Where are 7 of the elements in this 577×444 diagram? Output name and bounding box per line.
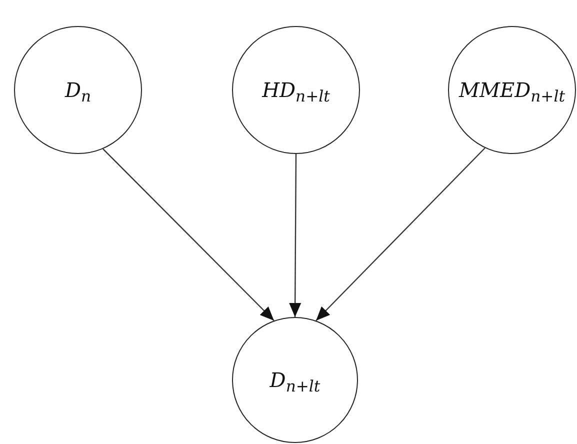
arrow (289, 154, 302, 317)
variable-label: D$_{n+lt}$ (270, 370, 320, 390)
variable-label: HD$_{n+lt}$ (262, 80, 330, 100)
variable-label: D$_{n}$ (64, 80, 92, 100)
arrow (102, 148, 274, 322)
variable-label: MMED$_{n+lt}$ (459, 80, 565, 100)
arrow (316, 148, 486, 322)
